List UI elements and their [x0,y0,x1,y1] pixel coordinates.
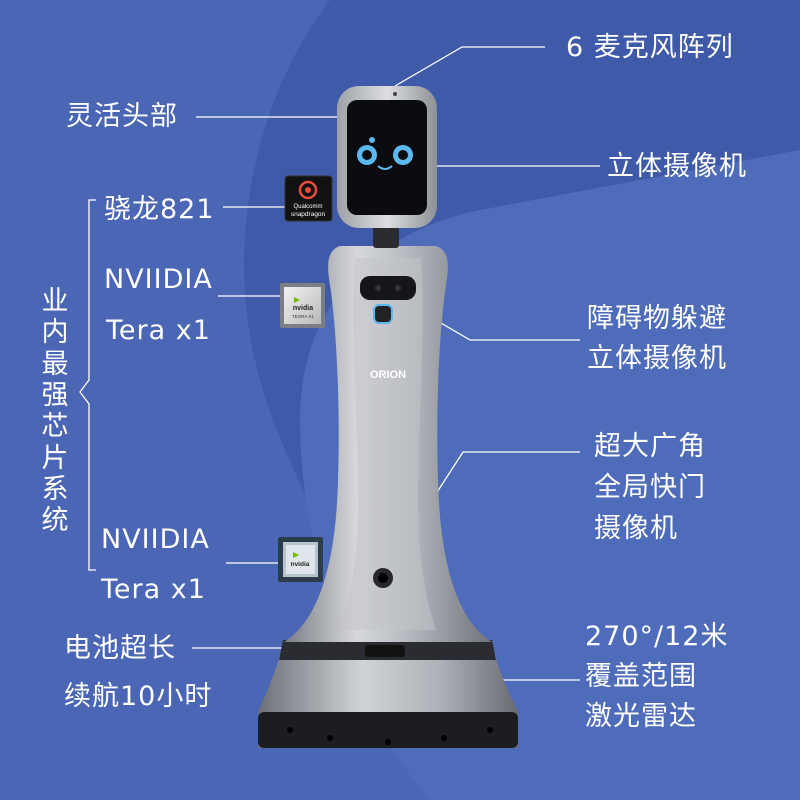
label-tera-2: Tera x1 [101,574,206,605]
wide-angle-camera-lens [378,573,388,583]
obstacle-camera-window [360,276,416,300]
base-sensor-4 [441,735,447,741]
base-sensor-1 [287,727,293,733]
line-mic-array [394,46,545,87]
obstacle-camera-lens-1 [375,285,381,291]
label-battery-1: 电池超长 [64,633,176,664]
label-mic-array: 6 麦克风阵列 [566,32,734,63]
label-stereo-camera: 立体摄像机 [607,151,747,182]
label-nvidia-1: NVIIDIA [104,264,213,295]
mouth [377,165,393,170]
robot-logo: ORION [370,369,406,381]
label-head: 灵活头部 [66,101,178,132]
label-tera-1: Tera x1 [106,315,211,346]
svg-text:snapdragon: snapdragon [291,211,326,218]
snapdragon-chip-icon: Qualcomm snapdragon [284,175,333,222]
svg-text:nvidia: nvidia [293,305,313,312]
left-pupil [362,150,372,160]
label-obstacle-1: 障碍物躲避 [587,303,727,334]
base-sensor-2 [327,735,333,741]
robot-screen [347,100,427,215]
body-front-panel [340,258,436,630]
base-sensor-5 [487,727,493,733]
label-wide-1: 超大广角 [594,431,706,462]
obstacle-camera-lens-2 [395,285,401,291]
label-wide-3: 摄像机 [594,513,678,544]
base-sensor-3 [385,739,391,745]
label-chip-system: 业内最强芯片系统 [41,286,69,537]
status-indicator [373,304,393,324]
label-obstacle-2: 立体摄像机 [587,343,727,374]
svg-text:Qualcomm: Qualcomm [293,204,322,210]
mic-array-dot [393,92,397,96]
label-lidar-3: 激光雷达 [585,701,697,732]
label-lidar-2: 覆盖范围 [585,661,697,692]
svg-text:TEGRA X1: TEGRA X1 [292,314,315,319]
nvidia-tegra-chip-icon: nvidia TEGRA X1 [280,283,325,328]
label-wide-2: 全局快门 [594,472,706,503]
nvidia-tegra-chip-icon-2: nvidia [278,537,323,582]
label-nvidia-2: NVIIDIA [101,524,210,555]
antenna-dot [369,137,375,143]
right-pupil [398,150,408,160]
label-battery-2: 续航10小时 [64,681,213,712]
robot-neck [373,226,399,248]
chip-system-bracket [79,199,96,571]
svg-text:nvidia: nvidia [291,561,310,568]
label-snapdragon: 骁龙821 [104,194,215,225]
robot-illustration: ORION [258,86,518,748]
label-lidar-1: 270°/12米 [585,621,729,652]
robot-base-band [258,712,518,748]
lidar-window [365,645,405,657]
